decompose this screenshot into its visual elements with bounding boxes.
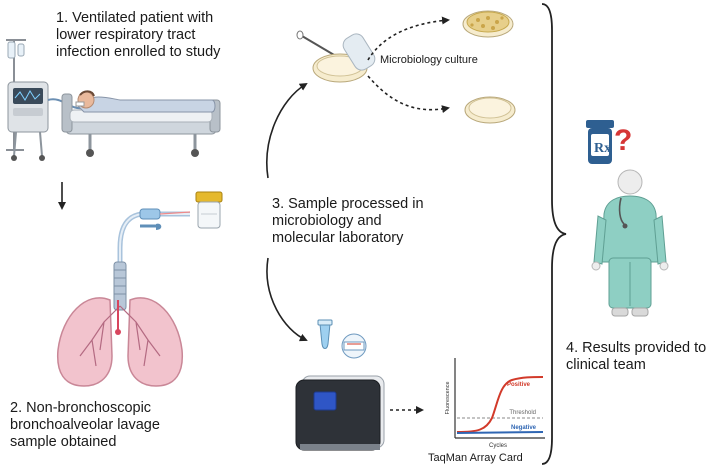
- step-1-text: 1. Ventilated patient with lower respira…: [56, 10, 221, 60]
- dashed-arrow-bottom-plate: [367, 75, 450, 114]
- arrow-to-molecular: [266, 257, 308, 342]
- pcr-plot: [454, 358, 545, 439]
- culture-plate-no-growth: [464, 96, 516, 124]
- medicine-bottle-icon: [586, 120, 614, 164]
- lungs-icon: [56, 261, 184, 387]
- patient-icon: [75, 90, 216, 113]
- step-3-text: 3. Sample processed in microbiology and …: [272, 196, 424, 246]
- curly-brace-icon: [541, 3, 567, 465]
- rx-label: Rx: [594, 141, 611, 156]
- petri-dish-icon: [312, 33, 376, 83]
- clinician-icon: [591, 169, 669, 317]
- ventilator-icon: [7, 81, 83, 161]
- step-2-text: 2. Non-bronchoscopic bronchoalveolar lav…: [10, 400, 160, 450]
- pcr-positive-label: Positive: [507, 382, 531, 388]
- pcr-x-axis-label: Cycles: [489, 443, 507, 449]
- taqman-array-card-label: TaqMan Array Card: [428, 452, 523, 464]
- arrow-to-culture: [266, 82, 308, 179]
- dashed-arrow-top-plate: [367, 16, 450, 61]
- step-4-text: 4. Results provided to clinical team: [566, 340, 707, 373]
- pcr-negative-label: Negative: [511, 425, 537, 431]
- pcr-positive-curve: [456, 376, 544, 433]
- question-mark-icon: ?: [614, 124, 632, 157]
- catheter-icon: [117, 208, 191, 264]
- taqman-card-icon: [341, 333, 367, 359]
- hospital-bed-icon: [61, 93, 221, 157]
- microbiology-culture-label: Microbiology culture: [380, 54, 478, 66]
- pcr-machine-icon: [295, 375, 385, 451]
- pcr-negative-curve: [456, 431, 544, 434]
- pcr-threshold-label: Threshold: [509, 410, 536, 416]
- pcr-tube-icon: [317, 319, 333, 349]
- sample-container-icon: [195, 191, 223, 229]
- culture-plate-growth: [462, 10, 514, 38]
- pcr-y-axis-label: Fluorescence: [445, 381, 451, 414]
